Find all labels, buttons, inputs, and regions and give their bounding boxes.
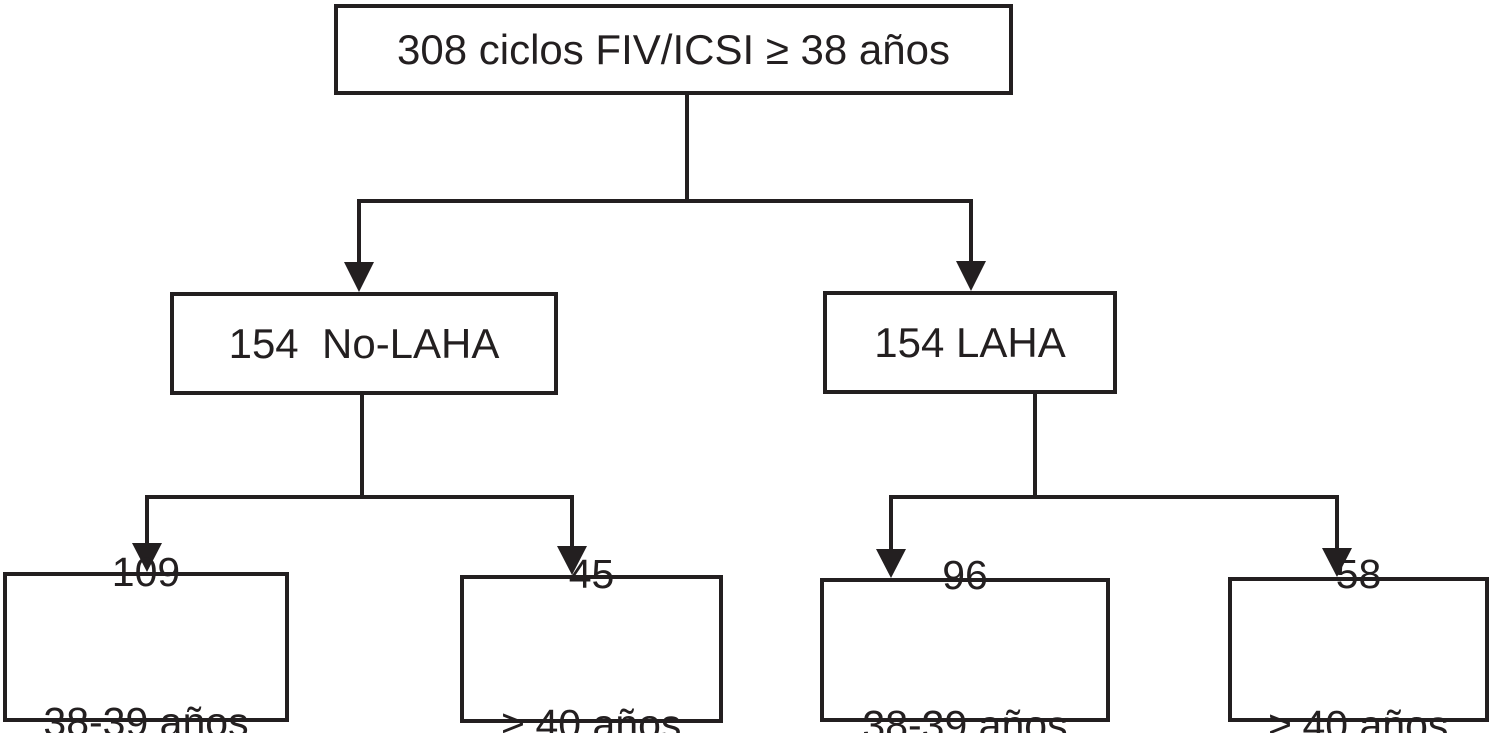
arrowhead-icon bbox=[876, 549, 906, 578]
arrowhead-icon bbox=[557, 546, 587, 575]
node-count: 109 bbox=[111, 548, 181, 595]
edge-no-laha-split bbox=[145, 495, 574, 548]
arrowhead-icon bbox=[344, 262, 374, 292]
node-laha-38-39: 96 38-39 años bbox=[820, 552, 1110, 733]
node-age-range: 38-39 años bbox=[862, 702, 1068, 733]
node-no-laha-label: 154 No-LAHA bbox=[228, 319, 500, 367]
node-age-range: ≥ 40 años bbox=[501, 701, 682, 733]
node-count: 45 bbox=[568, 550, 615, 597]
node-count: 58 bbox=[1335, 551, 1382, 598]
node-laha-label: 154 LAHA bbox=[874, 318, 1066, 366]
node-root-label: 308 ciclos FIV/ICSI ≥ 38 años bbox=[397, 25, 950, 73]
node-no-laha-40plus: 45 ≥ 40 años bbox=[460, 551, 723, 733]
node-count: 96 bbox=[942, 551, 988, 598]
node-no-laha-38-39: 109 38-39 años bbox=[3, 549, 289, 733]
node-laha: 154 LAHA bbox=[823, 291, 1117, 394]
node-age-range: ≥ 40 años bbox=[1268, 701, 1449, 733]
node-no-laha: 154 No-LAHA bbox=[170, 292, 558, 395]
edge-laha-split bbox=[889, 495, 1339, 551]
arrowhead-icon bbox=[132, 543, 162, 572]
arrowhead-icon bbox=[956, 261, 986, 291]
node-root-cycles: 308 ciclos FIV/ICSI ≥ 38 años bbox=[334, 4, 1013, 95]
edge-root-split bbox=[357, 199, 973, 265]
arrowhead-icon bbox=[1322, 548, 1352, 577]
node-laha-40plus: 58 ≥ 40 años bbox=[1228, 551, 1489, 733]
node-age-range: 38-39 años bbox=[43, 699, 249, 733]
